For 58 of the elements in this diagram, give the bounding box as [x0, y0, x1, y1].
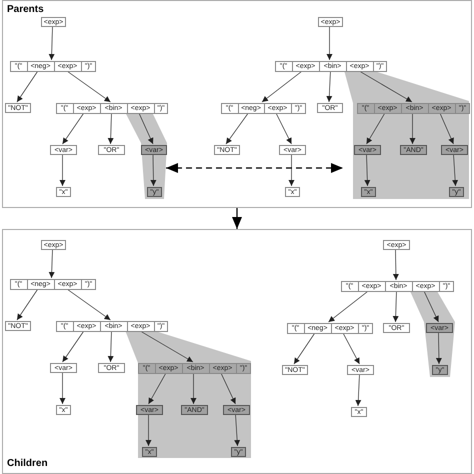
arrow: [60, 372, 66, 404]
production-row: [10, 278, 96, 290]
arrow: [366, 112, 386, 144]
production-row: [274, 60, 386, 72]
panel-title: Parents: [7, 5, 44, 15]
arrow: [60, 154, 66, 186]
arrow: [48, 26, 55, 60]
arrow: [436, 332, 442, 364]
production-row: [10, 60, 96, 72]
arrow: [148, 372, 167, 404]
arrow: [108, 112, 114, 144]
panel-title: Children: [7, 459, 48, 469]
shaded-band: [410, 291, 455, 377]
arrow: [452, 154, 458, 186]
arrow: [48, 248, 55, 278]
arrow: [220, 372, 236, 404]
arrow: [16, 70, 39, 102]
production-row: [56, 320, 168, 332]
arrow: [275, 112, 292, 144]
arrow: [342, 332, 360, 364]
arrow: [108, 330, 114, 362]
production-row: [286, 322, 372, 334]
arrow: [364, 154, 370, 186]
arrow: [326, 70, 332, 102]
panel: [2, 229, 472, 474]
production-row: [56, 102, 168, 114]
shaded-band: [125, 330, 251, 458]
production-row: [220, 102, 306, 114]
arrow: [190, 372, 196, 404]
arrow: [62, 330, 85, 362]
arrow: [62, 112, 85, 144]
dashed-arrow: [166, 163, 343, 173]
arrow: [294, 332, 316, 364]
arrow: [232, 208, 242, 229]
arrow: [328, 290, 370, 322]
arrow: [423, 290, 439, 322]
arrow: [262, 70, 304, 102]
arrow: [65, 288, 111, 320]
panel: [2, 0, 472, 208]
arrow: [234, 414, 240, 446]
arrow: [138, 112, 154, 144]
production-row: [356, 102, 470, 114]
arrow: [288, 154, 294, 186]
arrow: [150, 154, 156, 186]
production-row: [138, 362, 250, 374]
arrow: [226, 112, 250, 144]
shaded-band: [125, 112, 167, 199]
arrow: [410, 112, 416, 144]
arrow: [65, 70, 111, 102]
arrow: [326, 26, 332, 60]
arrow: [392, 290, 399, 322]
shaded-band: [344, 70, 469, 199]
arrow: [355, 374, 362, 406]
arrow: [146, 414, 152, 446]
production-row: [340, 280, 454, 292]
arrow: [16, 288, 39, 320]
arrow: [439, 112, 454, 144]
arrow: [392, 248, 399, 280]
